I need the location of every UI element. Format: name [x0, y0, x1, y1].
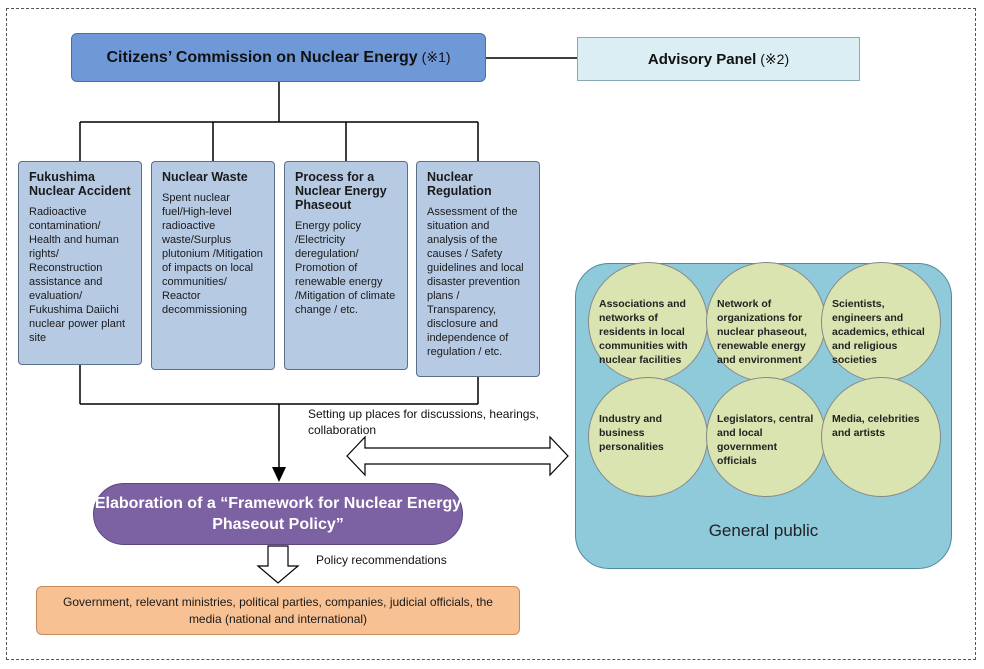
public-group-circle: Associations and networks of residents i…: [588, 262, 708, 382]
topic-title: Fukushima Nuclear Accident: [29, 170, 131, 198]
public-group-label: Associations and networks of residents i…: [599, 298, 688, 366]
topic-box-nuclear-regulation: Nuclear Regulation Assessment of the sit…: [416, 161, 540, 377]
topic-body: Radioactive contamination/ Health and hu…: [29, 206, 126, 344]
exchange-double-arrow: [346, 435, 569, 477]
advisory-note: (※2): [760, 50, 790, 67]
public-group-label: Industry and business personalities: [599, 413, 664, 453]
commission-box: Citizens’ Commission on Nuclear Energy (…: [71, 33, 486, 82]
public-group-circle: Scientists, engineers and academics, eth…: [821, 262, 941, 382]
advisory-panel-box: Advisory Panel (※2): [577, 37, 860, 81]
commission-title: Citizens’ Commission on Nuclear Energy: [106, 48, 418, 66]
commission-note: (※1): [421, 49, 451, 65]
topic-title: Nuclear Waste: [162, 170, 248, 184]
public-group-circle: Network of organizations for nuclear pha…: [706, 262, 826, 382]
general-public-label: General public: [708, 521, 819, 540]
topic-box-nuclear-waste: Nuclear Waste Spent nuclear fuel/High-le…: [151, 161, 275, 370]
advisory-title: Advisory Panel: [647, 50, 757, 68]
framework-arrow-head: [272, 467, 286, 482]
framework-elaboration-box: Elaboration of a “Framework for Nuclear …: [93, 483, 463, 545]
public-group-label: Network of organizations for nuclear pha…: [717, 298, 807, 366]
public-group-circle: Legislators, central and local governmen…: [706, 377, 826, 497]
framework-title: Elaboration of a “Framework for Nuclear …: [94, 495, 462, 533]
recommendation-block-arrow: [256, 545, 300, 584]
topic-box-fukushima: Fukushima Nuclear Accident Radioactive c…: [18, 161, 142, 365]
public-group-circle: Industry and business personalities: [588, 377, 708, 497]
topic-body: Assessment of the situation and analysis…: [427, 206, 524, 358]
topic-title: Process for a Nuclear Energy Phaseout: [295, 170, 387, 212]
topic-title: Nuclear Regulation: [427, 170, 492, 198]
topic-box-phaseout-process: Process for a Nuclear Energy Phaseout En…: [284, 161, 408, 370]
public-group-label: Scientists, engineers and academics, eth…: [832, 298, 925, 366]
policy-recommendations-label: Policy recommendations: [316, 553, 447, 567]
public-group-label: Media, celebrities and artists: [832, 413, 920, 439]
public-group-circle: Media, celebrities and artists: [821, 377, 941, 497]
recipients-text: Government, relevant ministries, politic…: [63, 594, 493, 626]
general-public-box: Associations and networks of residents i…: [575, 262, 952, 569]
topic-body: Energy policy /Electricity deregulation/…: [295, 220, 396, 316]
topic-body: Spent nuclear fuel/High-level radioactiv…: [162, 192, 263, 316]
discussion-setup-label: Setting up places for discussions, heari…: [308, 407, 539, 437]
public-group-label: Legislators, central and local governmen…: [717, 413, 814, 467]
recipients-box: Government, relevant ministries, politic…: [36, 586, 520, 635]
diagram-frame: [6, 8, 976, 660]
